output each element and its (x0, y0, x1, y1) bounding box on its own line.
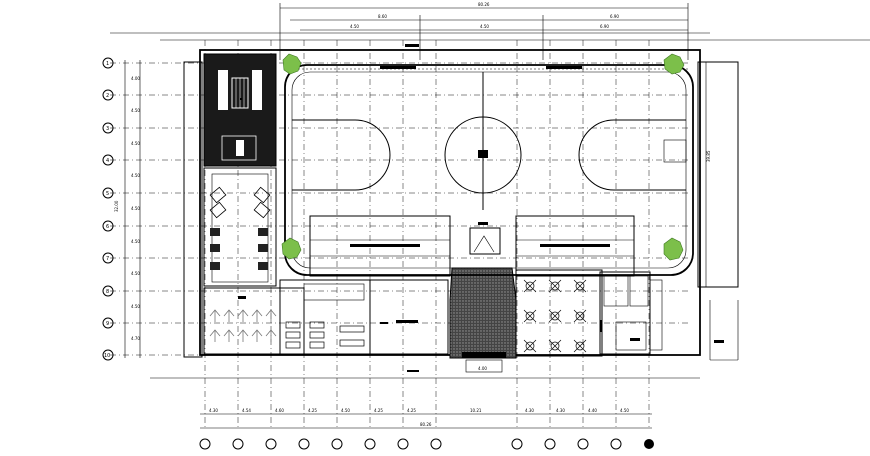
tree-icon-bottom-right (663, 237, 684, 261)
left-dim-3: 4.50 (131, 141, 140, 146)
parking-area (203, 167, 277, 299)
svg-text:9: 9 (106, 321, 109, 327)
svg-text:4.40: 4.40 (588, 408, 597, 413)
tree-icon-bottom-left (281, 237, 302, 260)
left-dim-9: 4.70 (131, 336, 140, 341)
top-dim-2: 6.90 (610, 14, 619, 19)
left-dim-8: 4.50 (131, 304, 140, 309)
misc-marks (240, 98, 602, 332)
bottom-total-dimension: 80.26 (420, 422, 432, 427)
svg-text:5: 5 (106, 191, 109, 197)
svg-text:4.25: 4.25 (308, 408, 317, 413)
left-dim-7: 4.50 (131, 271, 140, 276)
top-dim-5: 6.90 (600, 24, 609, 29)
svg-text:2: 2 (106, 93, 109, 99)
spectator-stands (309, 215, 635, 277)
tree-icon-top-right (663, 53, 685, 75)
left-total-dimension: 32.00 (114, 200, 119, 212)
table-set-icon (523, 279, 587, 353)
bottom-dimension-chain: 4.30 4.54 4.60 4.25 4.50 4.25 4.25 10.21… (200, 408, 652, 429)
svg-text:4.60: 4.60 (275, 408, 284, 413)
service-block-top-left (203, 53, 277, 167)
svg-text:4.30: 4.30 (209, 408, 218, 413)
svg-text:1: 1 (106, 61, 109, 67)
svg-text:10: 10 (104, 353, 110, 359)
sports-field (284, 44, 694, 276)
svg-text:4.54: 4.54 (242, 408, 251, 413)
left-dim-2: 4.50 (131, 108, 140, 113)
top-dim-4: 4.50 (480, 24, 489, 29)
left-dim-4: 4.50 (131, 173, 140, 178)
svg-text:8: 8 (106, 289, 109, 295)
left-dim-6: 4.50 (131, 239, 140, 244)
top-dimension-chain: 80.26 8.60 6.90 4.50 4.50 6.90 (279, 2, 689, 60)
central-stair-hatched: 4.00 (449, 267, 517, 373)
svg-text:3: 3 (106, 126, 109, 132)
bottom-sub-dimension: 10.21 (470, 408, 482, 413)
svg-text:4.25: 4.25 (407, 408, 416, 413)
kitchen-services (599, 271, 663, 355)
construction-lines (110, 32, 870, 379)
right-dimension-value: 39.85 (706, 150, 711, 162)
overall-top-dimension: 80.26 (478, 2, 490, 7)
row-grid-lines (110, 62, 690, 356)
parking-car-icon (209, 186, 271, 219)
svg-text:7: 7 (106, 256, 109, 262)
left-dim-1: 4.00 (131, 76, 140, 81)
column-bubbles (199, 438, 654, 450)
svg-text:6: 6 (106, 224, 109, 230)
row-bubbles: 1 2 3 4 5 6 7 8 9 10 (102, 57, 114, 361)
right-dimension: 39.85 (705, 62, 711, 287)
svg-text:4: 4 (106, 158, 109, 164)
top-dim-1: 8.60 (378, 14, 387, 19)
cafeteria-tables (515, 269, 603, 357)
svg-text:4.30: 4.30 (525, 408, 534, 413)
svg-text:4.50: 4.50 (341, 408, 350, 413)
top-dim-3: 4.50 (350, 24, 359, 29)
left-dimension-chain: 32.00 4.00 4.50 4.50 4.50 4.50 4.50 4.50… (114, 60, 140, 358)
tree-icon-top-left (282, 53, 302, 75)
left-dim-5: 4.50 (131, 206, 140, 211)
svg-text:4.50: 4.50 (620, 408, 629, 413)
svg-text:4.30: 4.30 (556, 408, 565, 413)
svg-text:4.00: 4.00 (478, 366, 487, 371)
svg-text:4.25: 4.25 (374, 408, 383, 413)
lobby-seating (203, 287, 305, 355)
central-hall (369, 279, 449, 372)
